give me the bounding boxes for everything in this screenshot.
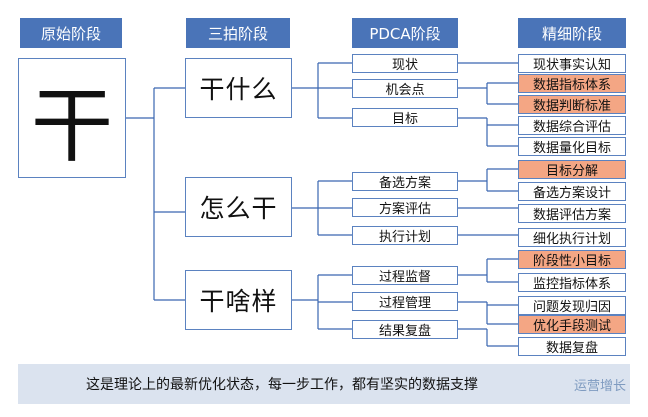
fine-node: 问题发现归因 [518, 296, 626, 315]
stage-how: 怎么干 [185, 177, 292, 237]
fine-node-highlighted: 阶段性小目标 [518, 250, 626, 269]
pdca-node: 过程监督 [352, 266, 458, 285]
stage-result: 干啥样 [185, 270, 292, 330]
header-pdca-stage: PDCA阶段 [352, 18, 458, 48]
fine-node-highlighted: 数据指标体系 [518, 74, 626, 93]
fine-node: 现状事实认知 [518, 54, 626, 73]
fine-node: 数据综合评估 [518, 116, 626, 135]
header-three-beat-stage: 三拍阶段 [186, 18, 290, 48]
fine-node-highlighted: 优化手段测试 [518, 315, 626, 334]
pdca-node: 结果复盘 [352, 320, 458, 339]
pdca-node: 备选方案 [352, 172, 458, 191]
fine-node: 数据量化目标 [518, 137, 626, 156]
fine-node-highlighted: 目标分解 [518, 160, 626, 179]
pdca-node: 方案评估 [352, 198, 458, 217]
summary-banner: 这是理论上的最新优化状态，每一步工作，都有坚实的数据支撑 [18, 364, 630, 404]
pdca-node: 执行计划 [352, 226, 458, 245]
pdca-node: 过程管理 [352, 292, 458, 311]
pdca-node: 目标 [352, 108, 458, 127]
header-fine-stage: 精细阶段 [518, 18, 626, 48]
pdca-node: 机会点 [352, 79, 458, 98]
summary-text: 这是理论上的最新优化状态，每一步工作，都有坚实的数据支撑 [86, 377, 478, 393]
fine-node-highlighted: 数据判断标准 [518, 95, 626, 114]
root-node: 干 [18, 58, 126, 178]
stage-what: 干什么 [185, 58, 292, 118]
fine-node: 数据评估方案 [518, 204, 626, 223]
fine-node: 数据复盘 [518, 337, 626, 356]
pdca-node: 现状 [352, 54, 458, 73]
watermark-logo: 运营增长 [573, 379, 626, 394]
fine-node: 监控指标体系 [518, 273, 626, 292]
fine-node: 细化执行计划 [518, 228, 626, 247]
fine-node: 备选方案设计 [518, 182, 626, 201]
header-original-stage: 原始阶段 [20, 18, 122, 48]
